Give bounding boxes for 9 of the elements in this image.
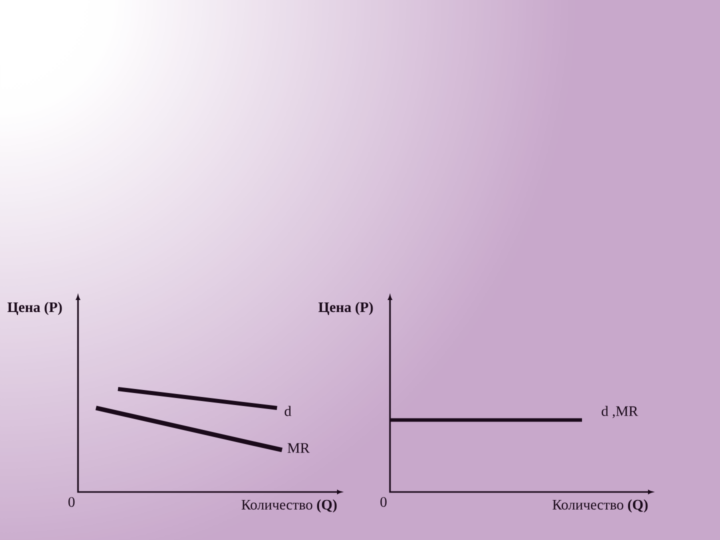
curve-label: MR — [288, 443, 310, 453]
origin-label: 0 — [380, 497, 387, 507]
curve-label: d ,MR — [602, 406, 638, 418]
axis-label: Цена (P) — [318, 302, 373, 316]
curve-label: d — [284, 406, 292, 416]
axis-label: Количество (Q) — [552, 499, 648, 513]
origin-label: 0 — [68, 497, 75, 507]
axis-label: Количество (Q) — [242, 499, 337, 513]
axis-label: Цена (P) — [8, 302, 62, 316]
